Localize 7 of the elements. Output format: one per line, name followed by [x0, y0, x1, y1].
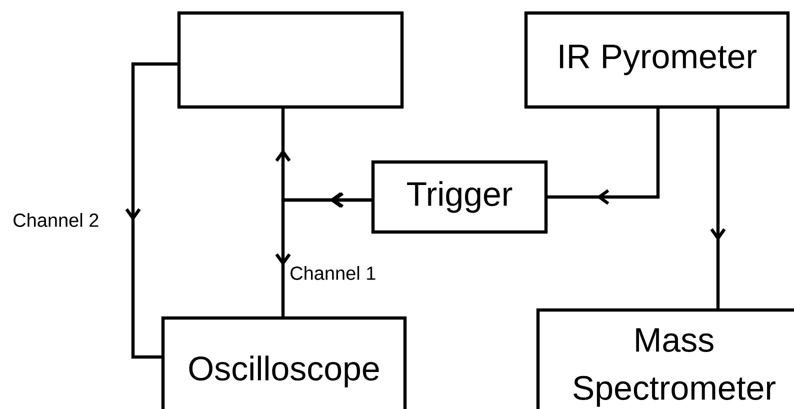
edge-label: Channel 2: [12, 212, 100, 228]
edge-label: Channel 1: [288, 265, 378, 281]
device-box: IR Pyrometer: [524, 11, 790, 109]
device-box: Oscilloscope: [161, 316, 407, 409]
device-box: Trigger: [371, 160, 548, 234]
empty-box: [177, 11, 404, 109]
device-box: Mass Spectrometer: [536, 308, 794, 409]
